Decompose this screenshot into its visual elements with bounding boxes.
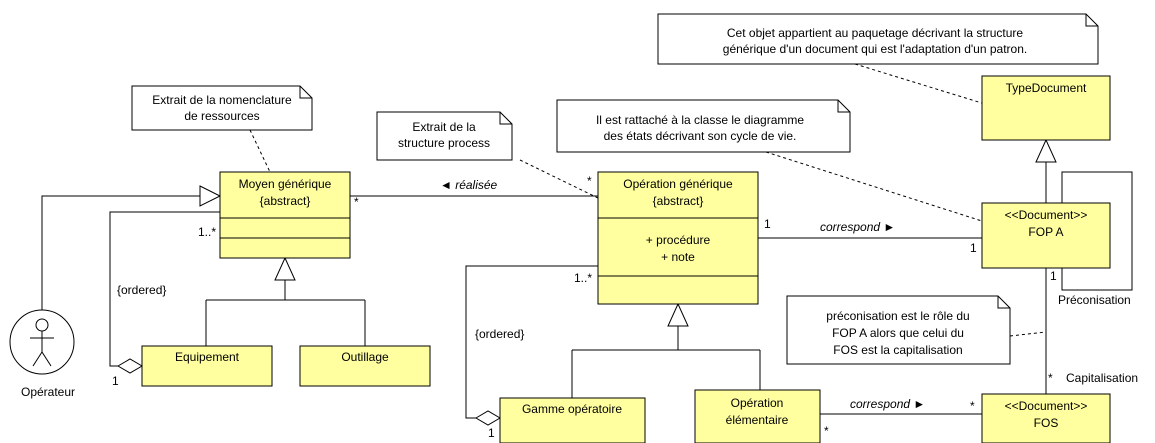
actor-moyen-arrowhead xyxy=(199,185,222,207)
label-preconisation: Préconisation xyxy=(1058,293,1131,307)
class-equipement[interactable]: Equipement xyxy=(141,345,273,387)
class-outillage[interactable]: Outillage xyxy=(299,345,431,387)
actor-head-icon xyxy=(35,318,49,332)
label-correspond-1: correspond ► xyxy=(820,220,895,234)
note-process: Extrait de la structure process xyxy=(376,111,513,161)
note-preconisation-line3: FOS est la capitalisation xyxy=(833,343,962,357)
class-equipement-name: Equipement xyxy=(175,350,240,364)
note-process-anchor xyxy=(519,159,599,199)
note-preconisation-line2: FOP A alors que celui du xyxy=(832,326,964,340)
note-nomenclature: Extrait de la nomenclature de ressources xyxy=(131,85,313,131)
note-paquetage-line1: Cet objet appartient au paquetage décriv… xyxy=(727,26,1024,40)
class-outillage-name: Outillage xyxy=(341,350,389,364)
mult-elem-star: * xyxy=(824,424,829,438)
note-preconisation-anchor xyxy=(1009,331,1047,337)
class-fos-stereo: <<Document>> xyxy=(1005,399,1088,413)
note-paquetage-anchor xyxy=(854,63,986,105)
note-process-line2: structure process xyxy=(398,136,490,150)
equipement-aggregation-line xyxy=(109,211,220,367)
label-capitalisation: Capitalisation xyxy=(1066,371,1138,385)
class-operation-generique[interactable]: Opération générique {abstract} + procédu… xyxy=(597,171,759,305)
class-fop-a[interactable]: <<Document>> FOP A xyxy=(981,202,1111,269)
class-moyen-generique[interactable]: Moyen générique {abstract} xyxy=(219,171,351,259)
typedoc-generalization-triangle xyxy=(1035,138,1057,163)
class-fopa-stereo: <<Document>> xyxy=(1005,208,1088,222)
actor-operateur[interactable]: Opérateur xyxy=(9,309,75,399)
class-gamme-name: Gamme opératoire xyxy=(522,402,622,416)
class-elementaire-line1: Opération xyxy=(731,396,784,410)
note-etats-anchor xyxy=(765,151,986,223)
class-operation-attr-note: + note xyxy=(661,250,695,264)
mult-moyen-star: * xyxy=(354,195,359,209)
gamme-aggregation-diamond xyxy=(475,410,501,426)
class-fos-name: FOS xyxy=(1034,416,1059,430)
actor-name: Opérateur xyxy=(21,385,75,399)
note-etats-line2: des états décrivant son cycle de vie. xyxy=(604,129,797,143)
operation-generalization-lines xyxy=(571,326,761,398)
note-preconisation: préconisation est le rôle du FOP A alors… xyxy=(786,295,1011,365)
note-nomenclature-line1: Extrait de la nomenclature xyxy=(152,93,292,107)
class-gamme-operatoire[interactable]: Gamme opératoire xyxy=(499,397,646,443)
moyen-generalization-lines xyxy=(205,280,366,346)
label-ordered-1: {ordered} xyxy=(117,283,166,297)
class-typedocument-name: TypeDocument xyxy=(1006,81,1087,95)
mult-gamme-1: 1 xyxy=(488,426,495,440)
mult-moyen-1n: 1..* xyxy=(198,225,216,239)
label-realisee: ◄ réalisée xyxy=(440,178,498,192)
label-correspond-2: correspond ► xyxy=(850,397,925,411)
mult-fos-star-left: * xyxy=(970,399,975,413)
mult-fopa-1a: 1 xyxy=(970,241,977,255)
class-operation-attr-procedure: + procédure xyxy=(646,233,711,247)
class-elementaire-line2: élémentaire xyxy=(726,413,789,427)
note-paquetage-line2: générique d'un document qui est l'adapta… xyxy=(723,42,1027,56)
note-preconisation-line1: préconisation est le rôle du xyxy=(826,309,969,323)
fopa-self-association xyxy=(1061,171,1133,291)
class-moyen-name: Moyen générique xyxy=(239,177,332,191)
note-nomenclature-anchor xyxy=(249,129,271,173)
moyen-generalization-triangle xyxy=(274,256,296,281)
mult-equip-1: 1 xyxy=(112,374,119,388)
mult-op-1: 1 xyxy=(764,217,771,231)
class-operation-stereo: {abstract} xyxy=(653,194,704,208)
mult-fos-star-top: * xyxy=(1048,371,1053,385)
note-etats: Il est rattaché à la classe le diagramme… xyxy=(556,99,851,153)
actor-moyen-line xyxy=(41,195,200,310)
note-process-line1: Extrait de la xyxy=(412,120,476,134)
mult-op-1n: 1..* xyxy=(574,271,592,285)
class-moyen-stereo: {abstract} xyxy=(260,194,311,208)
class-operation-elementaire[interactable]: Opération élémentaire xyxy=(694,389,821,443)
label-ordered-2: {ordered} xyxy=(475,327,524,341)
note-etats-line1: Il est rattaché à la classe le diagramme xyxy=(596,113,804,127)
equipement-aggregation-diamond xyxy=(117,358,143,374)
mult-op-star: * xyxy=(587,174,592,188)
class-fos[interactable]: <<Document>> FOS xyxy=(981,393,1111,443)
mult-fopa-1b: 1 xyxy=(1050,269,1057,283)
note-nomenclature-line2: de ressources xyxy=(184,109,259,123)
gamme-aggregation-line xyxy=(465,265,598,419)
operation-generalization-triangle xyxy=(667,302,689,327)
class-operation-name: Opération générique xyxy=(623,177,733,191)
class-fopa-name: FOP A xyxy=(1028,225,1063,239)
class-typedocument[interactable]: TypeDocument xyxy=(981,75,1111,141)
note-paquetage: Cet objet appartient au paquetage décriv… xyxy=(657,13,1099,65)
